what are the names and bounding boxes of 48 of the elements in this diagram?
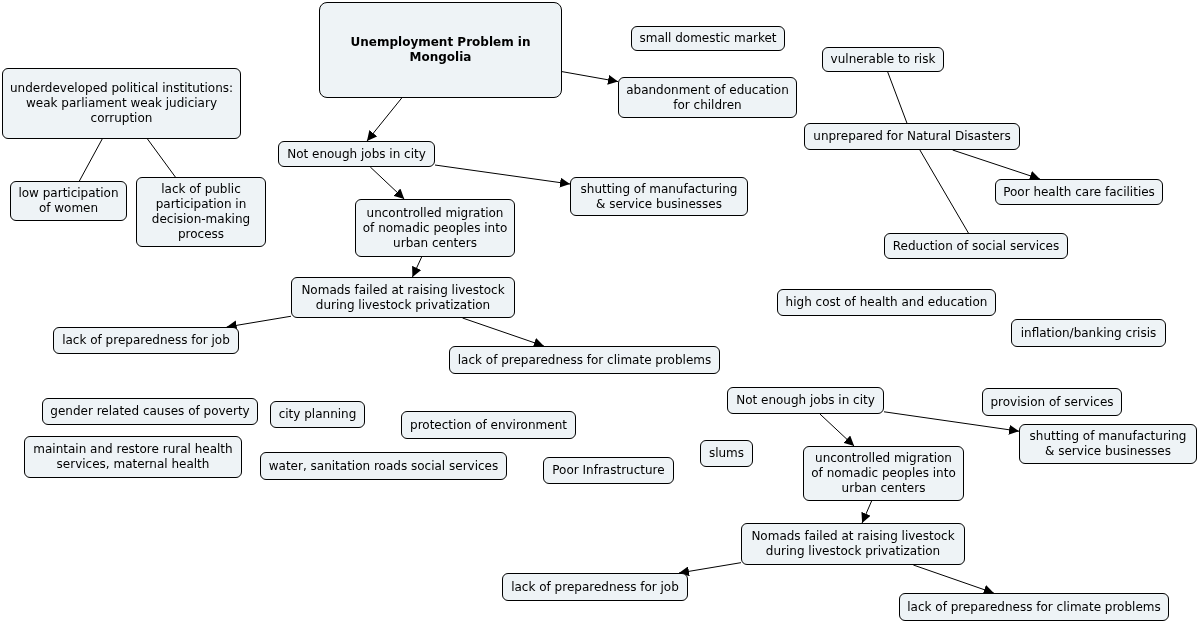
concept-box: maintain and restore rural health services, maternal health	[24, 436, 242, 478]
concept-box: Nomads failed at raising livestock during livestock privatization	[741, 523, 965, 565]
central-topic-box: Unemployment Problem in Mongolia	[319, 2, 562, 98]
arrow	[883, 411, 1020, 435]
concept-box: Not enough jobs in city	[278, 141, 435, 167]
concept-box: lack of preparedness for climate problems	[449, 346, 720, 374]
concept-box: Reduction of social services	[884, 233, 1068, 259]
concept-box: low participation of women	[10, 181, 127, 221]
concept-box: Not enough jobs in city	[727, 387, 884, 414]
concept-box: lack of preparedness for job	[53, 327, 239, 354]
arrow	[366, 97, 403, 142]
concept-box: lack of public participation in decision-making process	[136, 177, 266, 247]
arrow	[819, 413, 855, 447]
concept-box: high cost of health and education	[777, 289, 996, 316]
arrow	[861, 500, 873, 524]
concept-box: Poor Infrastructure	[543, 457, 674, 484]
arrow	[952, 149, 1041, 181]
concept-box: shutting of manufacturing & service businesses	[1019, 424, 1197, 464]
arrow	[561, 71, 619, 85]
arrow	[678, 562, 742, 577]
concept-box: unprepared for Natural Disasters	[804, 123, 1020, 150]
connector-line	[919, 149, 969, 234]
arrow	[462, 317, 545, 348]
concept-box: uncontrolled migration of nomadic peoples into urban centers	[355, 199, 515, 257]
concept-box: shutting of manufacturing & service businesses	[570, 177, 748, 216]
concept-box: lack of preparedness for climate problems	[899, 593, 1169, 621]
connector-line	[887, 71, 908, 124]
concept-box: protection of environment	[401, 411, 576, 439]
concept-box: slums	[700, 440, 753, 467]
arrow	[912, 564, 995, 595]
arrow	[411, 256, 423, 278]
arrow	[369, 166, 405, 200]
concept-box: city planning	[270, 401, 365, 428]
concept-box: small domestic market	[631, 26, 785, 51]
concept-box: underdeveloped political institutions: weak parliament weak judiciary corruption	[2, 68, 241, 139]
concept-box: inflation/banking crisis	[1011, 319, 1166, 347]
concept-box: lack of preparedness for job	[502, 573, 688, 601]
concept-box: uncontrolled migration of nomadic peoples into urban centers	[803, 446, 964, 501]
concept-box: Poor health care facilities	[995, 179, 1163, 205]
concept-box: abandonment of education for children	[618, 77, 797, 118]
concept-box: provision of services	[982, 388, 1122, 416]
concept-box: Nomads failed at raising livestock during livestock privatization	[291, 277, 515, 318]
connector-line	[147, 138, 176, 178]
concept-box: water, sanitation roads social services	[260, 452, 507, 480]
concept-box: vulnerable to risk	[822, 47, 944, 72]
concept-box: gender related causes of poverty	[42, 398, 258, 425]
connector-line	[78, 138, 103, 182]
arrow	[434, 164, 571, 188]
